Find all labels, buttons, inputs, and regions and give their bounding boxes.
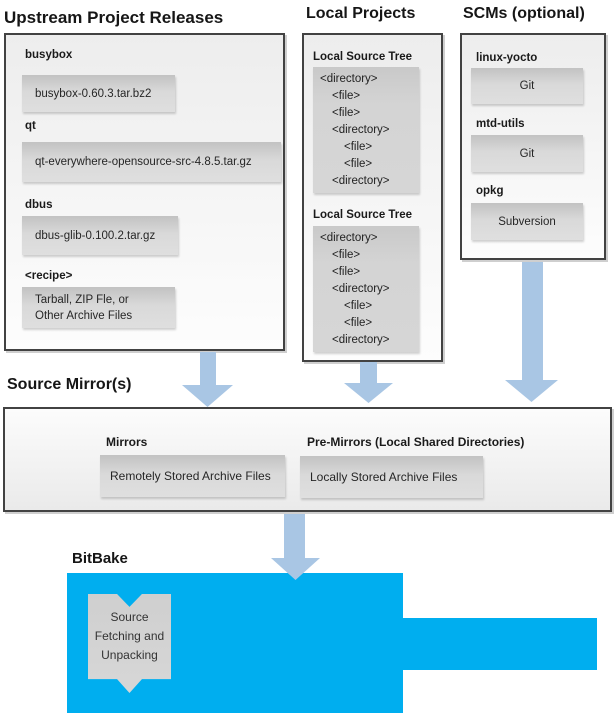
tree-line: <file>	[332, 266, 361, 278]
local-source-tree-label: Local Source Tree	[313, 51, 413, 63]
scm-entry-label: opkg	[476, 185, 504, 197]
local-source-tree-label: Local Source Tree	[313, 209, 413, 221]
premirrors-label: Pre-Mirrors (Local Shared Directories)	[307, 435, 525, 449]
tree-line: <file>	[332, 90, 361, 102]
tree-line: <file>	[344, 300, 373, 312]
mirrors-value-box: Remotely Stored Archive Files	[100, 455, 285, 497]
source-mirrors-heading: Source Mirror(s)	[7, 376, 132, 393]
upstream-archive-box: qt-everywhere-opensource-src-4.8.5.tar.g…	[22, 142, 281, 182]
upstream-archive-box: dbus-glib-0.100.2.tar.gz	[22, 216, 178, 255]
tree-line: <directory>	[332, 334, 390, 346]
tree-line: <file>	[344, 141, 373, 153]
scm-type-box: Git	[471, 135, 583, 172]
premirrors-value-box: Locally Stored Archive Files	[300, 456, 483, 498]
upstream-heading: Upstream Project Releases	[4, 8, 224, 27]
upstream-archive-box: Tarball, ZIP Fle, or Other Archive Files	[22, 287, 175, 328]
scm-entry-label: mtd-utils	[476, 118, 525, 130]
tree-line: <file>	[344, 158, 373, 170]
mirrors-label: Mirrors	[106, 435, 148, 449]
down-arrow-local	[344, 362, 393, 403]
tree-line: <file>	[344, 317, 373, 329]
bitbake-output-bar	[403, 618, 597, 670]
upstream-entry-label: dbus	[25, 199, 53, 211]
tree-line: <directory>	[332, 283, 390, 295]
source-fetching-step: Source Fetching and Unpacking	[88, 594, 171, 693]
local-projects-heading: Local Projects	[306, 5, 416, 22]
bitbake-heading: BitBake	[72, 550, 128, 567]
tree-line: <directory>	[320, 73, 378, 85]
scm-type-box: Subversion	[471, 203, 583, 240]
tree-line: <directory>	[332, 175, 390, 187]
local-source-tree-box: <directory> <file> <file> <directory> <f…	[313, 67, 419, 193]
down-arrow-upstream	[182, 352, 233, 407]
tree-line: <file>	[332, 249, 361, 261]
down-arrow-scms	[505, 262, 558, 402]
scm-entry-label: linux-yocto	[476, 52, 538, 64]
upstream-entry-label: <recipe>	[25, 270, 73, 282]
tree-line: <directory>	[332, 124, 390, 136]
upstream-archive-box: busybox-0.60.3.tar.bz2	[22, 75, 175, 112]
upstream-entry-label: busybox	[25, 49, 73, 61]
tree-line: <file>	[332, 107, 361, 119]
local-source-tree-box: <directory> <file> <file> <directory> <f…	[313, 226, 419, 352]
down-arrow-mirror-to-bitbake	[271, 514, 320, 580]
tree-line: <directory>	[320, 232, 378, 244]
upstream-entry-label: qt	[25, 120, 36, 132]
scm-type-box: Git	[471, 68, 583, 104]
scms-heading: SCMs (optional)	[463, 5, 585, 22]
